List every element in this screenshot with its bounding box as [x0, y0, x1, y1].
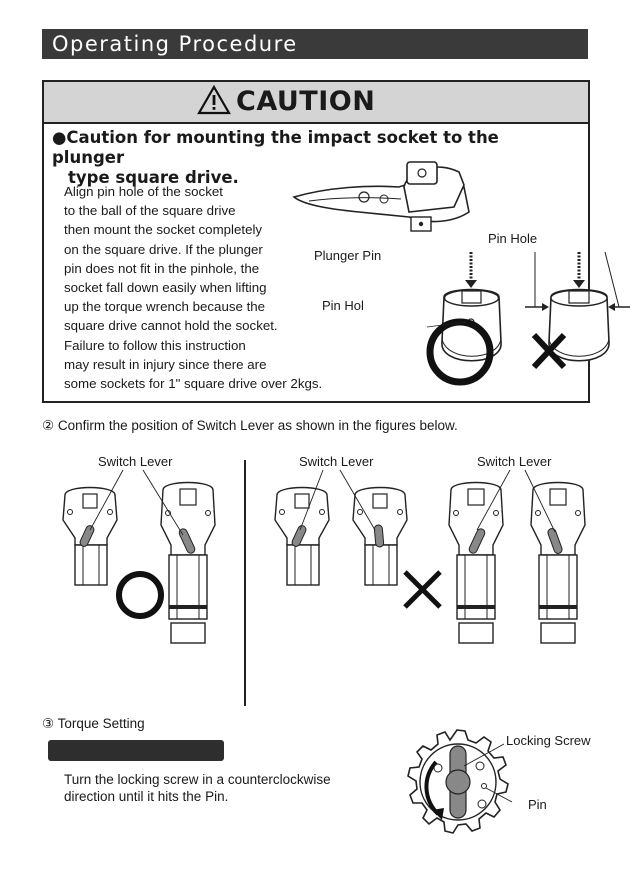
vertical-divider [244, 460, 246, 706]
pin-hole-label: Pin Hole [488, 231, 538, 246]
pin-hol-label: Pin Hol [322, 298, 364, 313]
body-line: pin does not fit in the pinhole, the [64, 260, 260, 276]
body-line: some sockets for 1" square drive over 2k… [64, 376, 323, 392]
warning-icon [197, 84, 231, 115]
body-line: then mount the socket completely [64, 222, 263, 238]
section-title: Operating Procedure [52, 32, 298, 56]
step3-description: Turn the locking screw in a counterclock… [64, 772, 331, 804]
step3-label-bar [48, 740, 224, 761]
locking-screw-illustration [407, 729, 513, 834]
caution-heading: ●Caution for mounting the impact socket … [52, 128, 499, 187]
body-line: Failure to follow this instruction [64, 337, 246, 353]
body-line: Align pin hole of the socket [64, 184, 223, 199]
caution-title: CAUTION [236, 86, 376, 117]
plunger-pin-label: Plunger Pin [314, 248, 382, 263]
caution-body: Align pin hole of the socket to the ball… [64, 182, 344, 393]
switch-lever-label: Switch Lever [299, 454, 374, 469]
section-header: Operating Procedure [42, 29, 588, 59]
wrench-socket-illustration [292, 161, 630, 386]
pin-label: Pin [528, 797, 547, 812]
switch-lever-label: Switch Lever [98, 454, 173, 469]
switch-lever-label: Switch Lever [477, 454, 552, 469]
body-line: up the torque wrench because the [64, 299, 266, 315]
switch-lever-figures [62, 469, 586, 644]
locking-screw-label: Locking Screw [506, 733, 591, 748]
step3-instruction: ③ Torque Setting [42, 716, 145, 731]
body-line: to the ball of the square drive [64, 203, 236, 219]
body-line: socket fall down easily when lifting [64, 280, 267, 296]
body-line: may result in injury since there are [64, 356, 267, 372]
caution-banner: CAUTION [44, 82, 588, 124]
caution-box: CAUTION ●Caution for mounting the impact… [42, 80, 630, 403]
body-line: square drive cannot hold the socket. [64, 318, 278, 334]
step2-instruction: ② Confirm the position of Switch Lever a… [42, 418, 458, 433]
body-line: on the square drive. If the plunger [64, 241, 263, 257]
